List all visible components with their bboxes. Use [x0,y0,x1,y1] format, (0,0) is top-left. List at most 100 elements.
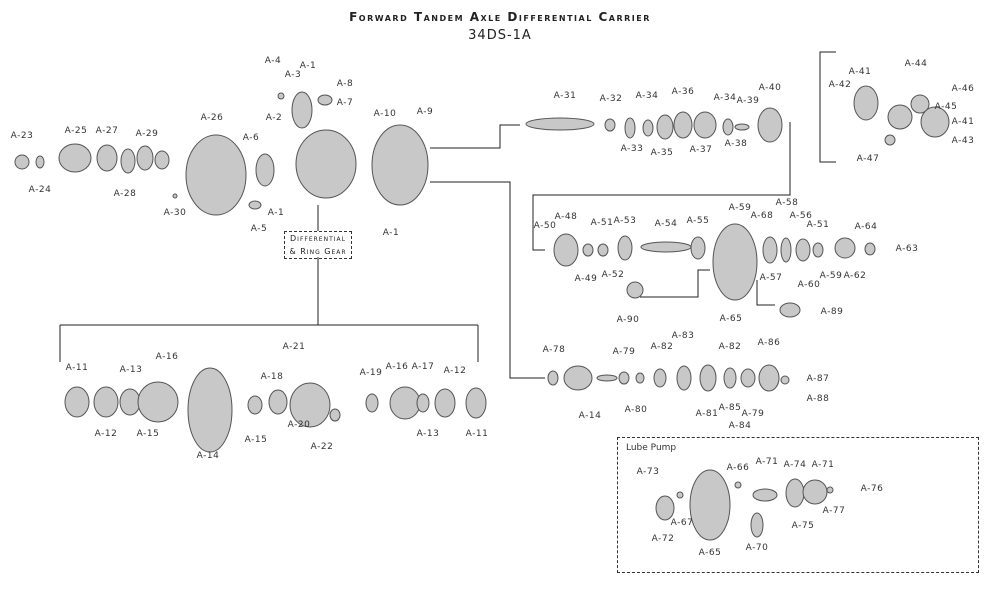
part-drawing [434,388,456,418]
part-drawing [676,491,684,499]
part-drawing [795,238,811,262]
part-drawing [656,114,674,140]
part-label-a-53: A-53 [613,216,637,226]
part-label-a-40: A-40 [758,83,782,93]
part-label-a-5: A-5 [250,224,268,234]
part-label-a-54: A-54 [654,219,678,229]
part-label-a-30: A-30 [163,208,187,218]
part-label-a-81: A-81 [695,409,719,419]
part-label-a-37: A-37 [689,145,713,155]
part-label-a-41: A-41 [951,117,975,127]
part-drawing [640,241,692,253]
part-drawing [722,118,734,136]
part-drawing [626,281,644,299]
part-label-a-88: A-88 [806,394,830,404]
part-label-a-73: A-73 [636,467,660,477]
part-drawing [120,148,136,174]
part-drawing [734,123,750,131]
part-label-a-80: A-80 [624,405,648,415]
part-drawing [653,368,667,388]
part-label-a-10: A-10 [373,109,397,119]
part-drawing [136,145,154,171]
part-drawing [291,91,313,129]
part-drawing [35,155,45,169]
part-drawing [812,242,824,258]
part-label-a-85: A-85 [718,403,742,413]
part-drawing [365,393,379,413]
part-drawing [96,144,118,172]
part-label-a-14: A-14 [578,411,602,421]
part-label-a-78: A-78 [542,345,566,355]
part-drawing [699,364,717,392]
connector-line [430,124,520,149]
part-label-a-29: A-29 [135,129,159,139]
part-label-a-68: A-68 [750,211,774,221]
part-label-a-11: A-11 [465,429,489,439]
part-label-a-50: A-50 [533,221,557,231]
part-label-a-19: A-19 [359,368,383,378]
part-label-a-18: A-18 [260,372,284,382]
part-label-a-43: A-43 [951,136,975,146]
part-drawing [758,364,780,392]
part-label-a-79: A-79 [612,347,636,357]
part-label-a-90: A-90 [616,315,640,325]
part-label-a-72: A-72 [651,534,675,544]
part-drawing [689,469,731,541]
part-label-a-48: A-48 [554,212,578,222]
part-label-a-23: A-23 [10,131,34,141]
part-drawing [416,393,430,413]
part-label-a-84: A-84 [728,421,752,431]
part-label-a-13: A-13 [119,365,143,375]
part-label-a-74: A-74 [783,460,807,470]
part-label-a-82: A-82 [650,342,674,352]
part-label-a-51: A-51 [590,218,614,228]
part-label-a-35: A-35 [650,148,674,158]
part-label-a-57: A-57 [759,273,783,283]
part-drawing [597,243,609,257]
part-drawing [690,236,706,260]
part-label-a-14: A-14 [196,451,220,461]
part-label-a-59: A-59 [819,271,843,281]
part-drawing [624,117,636,139]
part-label-a-27: A-27 [95,126,119,136]
part-label-a-87: A-87 [806,374,830,384]
part-label-a-63: A-63 [895,244,919,254]
part-drawing [779,302,801,318]
part-drawing [750,512,764,538]
part-drawing [329,408,341,422]
part-label-a-9: A-9 [416,107,434,117]
part-drawing [248,200,262,210]
part-label-a-51: A-51 [806,220,830,230]
part-label-a-71: A-71 [755,457,779,467]
part-drawing [64,386,90,418]
part-label-a-58: A-58 [775,198,799,208]
part-drawing [618,371,630,385]
part-drawing [154,150,170,170]
lube-pump-title: Lube Pump [626,443,677,453]
part-drawing [757,107,783,143]
part-label-a-15: A-15 [136,429,160,439]
part-label-a-67: A-67 [670,518,694,528]
part-drawing [185,134,247,216]
part-label-a-15: A-15 [244,435,268,445]
part-drawing [780,375,790,385]
part-label-a-31: A-31 [553,91,577,101]
part-drawing [723,367,737,389]
lube-pump-group: Lube Pump [617,437,979,573]
part-label-a-59: A-59 [728,203,752,213]
part-drawing [525,117,595,131]
part-label-a-75: A-75 [791,521,815,531]
part-label-a-4: A-4 [264,56,282,66]
connector-line [640,269,710,298]
part-drawing [673,111,693,139]
part-drawing [802,479,828,505]
part-label-a-47: A-47 [856,154,880,164]
part-label-a-20: A-20 [287,420,311,430]
part-label-a-55: A-55 [686,216,710,226]
part-drawing [93,386,119,418]
part-drawing [920,106,950,138]
part-label-a-12: A-12 [94,429,118,439]
part-drawing [676,365,692,391]
